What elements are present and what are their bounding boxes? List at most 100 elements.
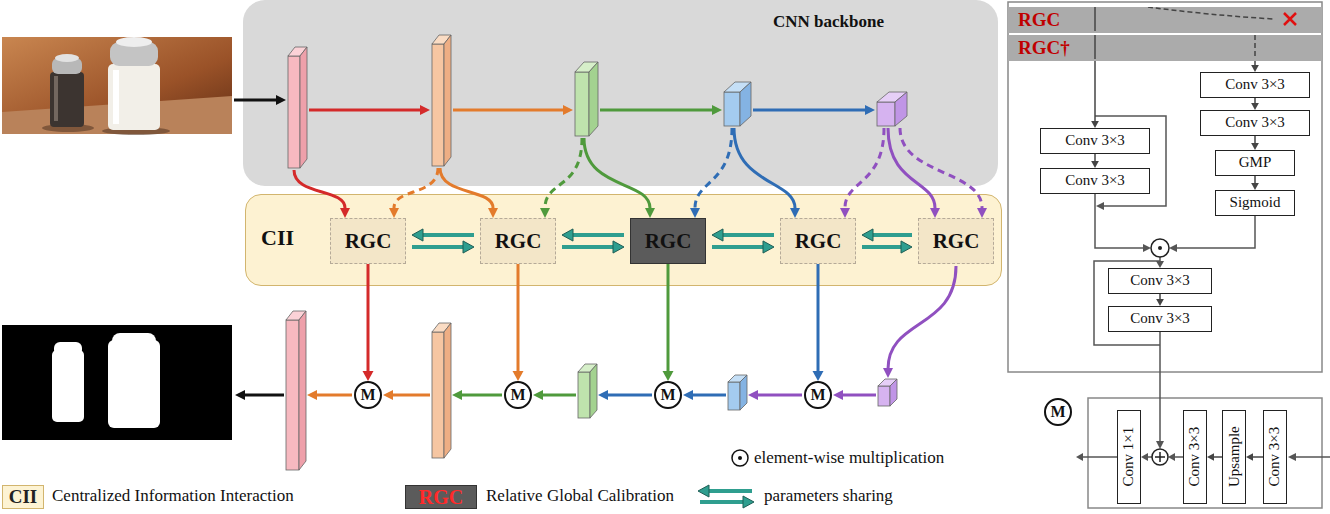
input-photo bbox=[50, 72, 84, 127]
output-mask bbox=[54, 342, 82, 356]
merge-circle: M bbox=[504, 381, 532, 409]
flow-arrow bbox=[392, 394, 430, 397]
pool-box: GMP bbox=[1215, 150, 1295, 176]
panel-arrow-head bbox=[1288, 453, 1296, 461]
connector-line bbox=[1213, 456, 1222, 458]
panel-arrow-head bbox=[1141, 453, 1148, 461]
arrow-head bbox=[840, 208, 850, 218]
arrow-head bbox=[1091, 121, 1099, 128]
arrow-head bbox=[663, 371, 674, 381]
feature-block bbox=[286, 320, 299, 470]
connector bbox=[1251, 136, 1259, 150]
panel-arrow-head bbox=[1076, 453, 1083, 461]
flow-arrow bbox=[316, 394, 352, 397]
detail-panel bbox=[1088, 398, 1322, 508]
cii-band: CIIRGCRGCRGCRGCRGC bbox=[245, 194, 1002, 286]
arrow-head bbox=[813, 371, 824, 381]
connector-line bbox=[721, 233, 774, 237]
connector bbox=[363, 264, 374, 381]
sigmoid-box-label: Sigmoid bbox=[1230, 194, 1281, 211]
input-photo bbox=[54, 76, 58, 121]
arrow-head bbox=[690, 208, 700, 218]
input-photo bbox=[2, 37, 232, 135]
feature-block bbox=[724, 92, 740, 126]
arrow-head bbox=[563, 105, 573, 115]
output-mask bbox=[112, 333, 156, 349]
feature-block bbox=[728, 382, 740, 410]
conv-box: Conv 1×1 bbox=[1117, 410, 1141, 504]
rgc-bar-label: RGC bbox=[1018, 9, 1060, 31]
arrow-head bbox=[1156, 299, 1164, 306]
detail-panel bbox=[1008, 2, 1322, 372]
arrow-head bbox=[883, 368, 893, 378]
legend-swatch: CII bbox=[2, 485, 44, 509]
sigmoid-box: Sigmoid bbox=[1215, 190, 1295, 216]
legend-text: element-wise multiplication bbox=[754, 448, 944, 468]
legend-swatch-label: RGC bbox=[419, 486, 463, 509]
legend-text: Centralized Information Interaction bbox=[52, 486, 294, 506]
arrow-head bbox=[930, 208, 940, 218]
arrow-head bbox=[645, 208, 655, 218]
add-symbol bbox=[1155, 452, 1165, 462]
panel-wire bbox=[1082, 456, 1117, 458]
arrow-head bbox=[235, 390, 245, 400]
detail-panel bbox=[1008, 2, 1322, 508]
arrow-head bbox=[363, 371, 374, 381]
sharing-arrow-sample bbox=[698, 485, 754, 508]
feature-block bbox=[299, 311, 306, 470]
output-mask bbox=[52, 350, 84, 422]
merge-symbol: M bbox=[1044, 398, 1072, 426]
input-photo bbox=[108, 64, 160, 130]
legend-text: Relative Global Calibration bbox=[486, 486, 674, 506]
flow-arrow bbox=[309, 109, 421, 112]
arrow-head bbox=[1251, 183, 1259, 190]
feature-block bbox=[878, 386, 890, 406]
upsample-box: Upsample bbox=[1222, 410, 1246, 504]
input-photo bbox=[2, 37, 232, 134]
connector bbox=[1251, 176, 1259, 190]
panel-arrow-head bbox=[1156, 261, 1164, 268]
flow-arrow bbox=[607, 394, 652, 397]
feature-block bbox=[578, 372, 590, 418]
bar-wire bbox=[1254, 35, 1256, 59]
connector-line bbox=[421, 233, 474, 237]
arrow-head bbox=[420, 105, 430, 115]
arrow-head bbox=[340, 208, 350, 218]
input-photo bbox=[113, 70, 119, 124]
rgc-dagger-bar-label: RGC† bbox=[1018, 37, 1070, 59]
connector-line bbox=[412, 245, 465, 249]
conv-box-label: Conv 3×3 bbox=[1065, 172, 1125, 189]
parameter-sharing-arrow bbox=[862, 229, 912, 253]
cut-cross bbox=[1284, 13, 1296, 25]
multiply-symbol bbox=[1158, 246, 1162, 250]
arrow-head bbox=[977, 208, 987, 218]
arrow-head bbox=[712, 229, 723, 241]
arrow-head bbox=[562, 229, 573, 241]
panel-wire bbox=[1159, 332, 1161, 443]
connector-line bbox=[517, 264, 520, 373]
conv-box: Conv 3×3 bbox=[1108, 268, 1212, 294]
flow-arrow bbox=[461, 394, 502, 397]
feature-block bbox=[877, 102, 895, 126]
feature-block bbox=[575, 72, 589, 136]
sharing-arrow-sample bbox=[700, 500, 744, 504]
merge-symbol-label: M bbox=[1050, 403, 1065, 421]
connector-line bbox=[667, 264, 670, 373]
feature-block bbox=[444, 323, 451, 458]
flow-arrow bbox=[695, 128, 732, 208]
connector-line bbox=[712, 245, 765, 249]
connector-line bbox=[562, 245, 615, 249]
conv-box: Conv 3×3 bbox=[1108, 306, 1212, 332]
arrow-head bbox=[452, 390, 462, 400]
connector bbox=[813, 264, 824, 381]
connector-line bbox=[571, 233, 624, 237]
feature-block bbox=[740, 82, 751, 126]
arrow-head bbox=[1207, 453, 1214, 461]
sharing-arrow-sample bbox=[743, 496, 754, 508]
flow-arrow bbox=[453, 109, 564, 112]
parameter-sharing-arrow bbox=[562, 229, 624, 253]
panel-arrow-head bbox=[1156, 441, 1164, 449]
conv-box-label: Conv 3×3 bbox=[1266, 427, 1283, 487]
arrow-head bbox=[488, 208, 498, 218]
